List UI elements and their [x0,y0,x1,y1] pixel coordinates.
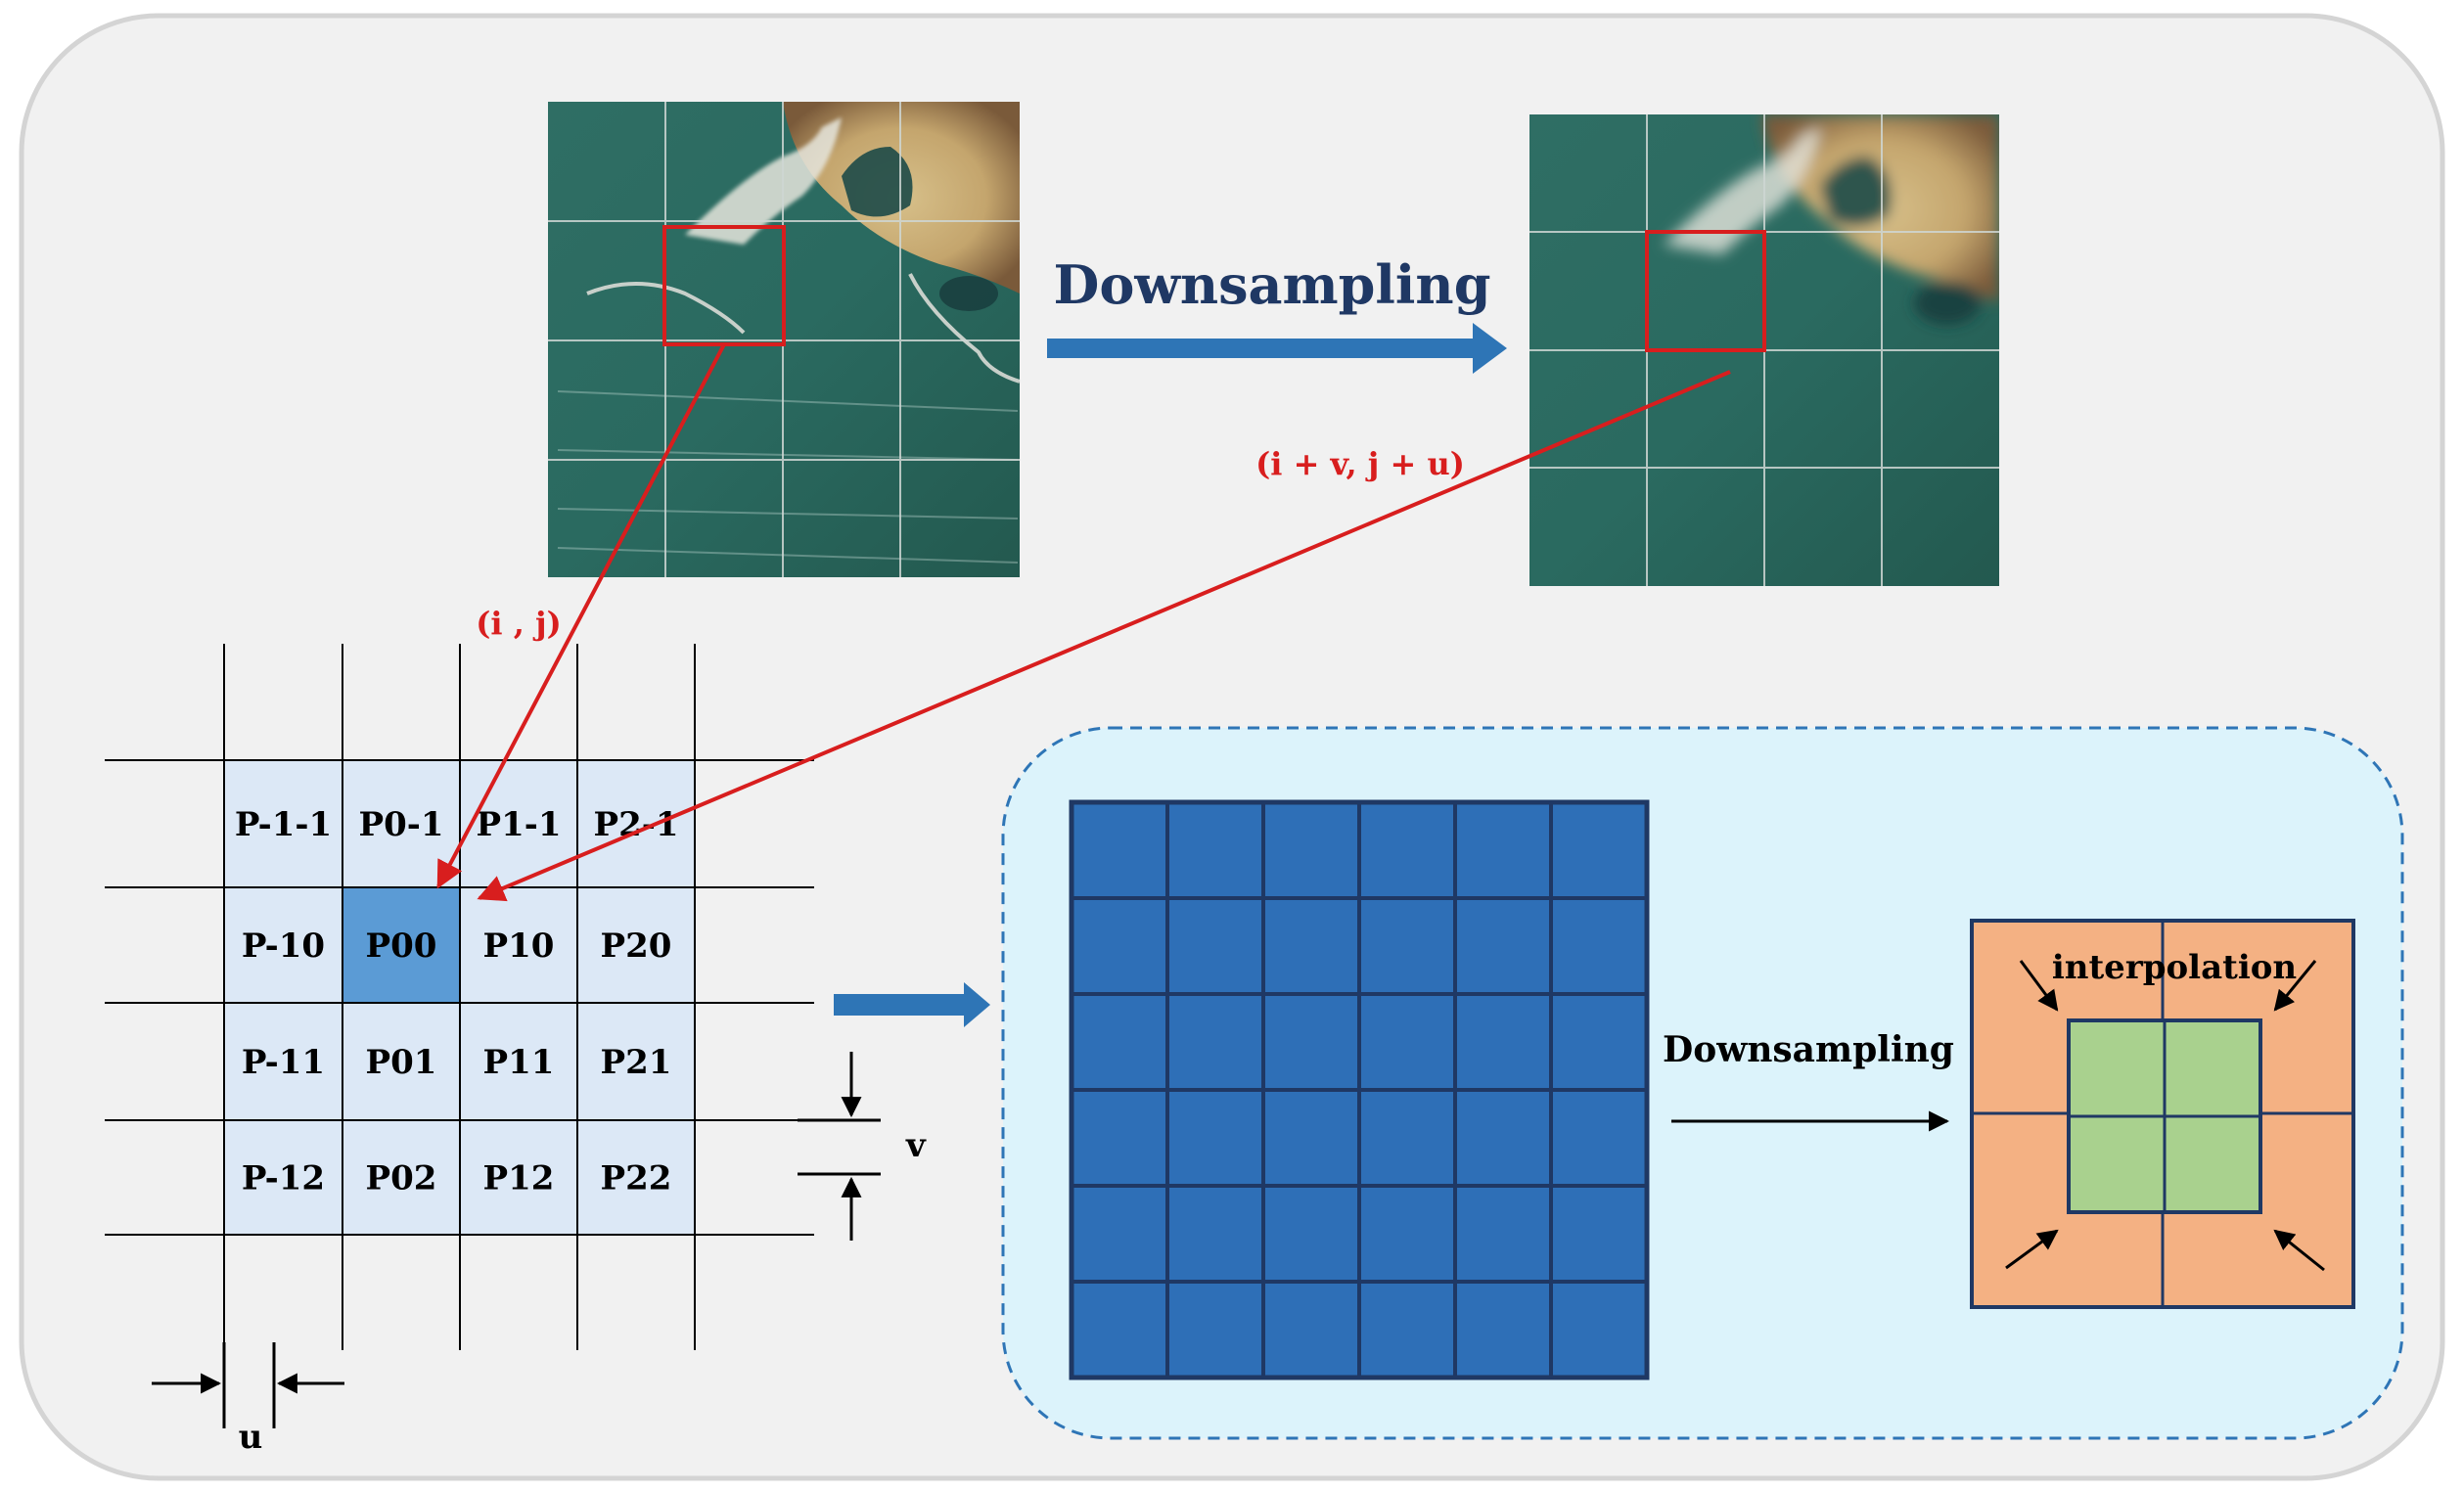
grid-cell [578,761,694,886]
grid-cell-label: P-1-1 [235,805,332,844]
u-spacing-indicator [152,1342,344,1428]
grid-cell-label: P02 [366,1159,437,1198]
grid-cell-label: P00 [366,927,437,966]
mapping-arrow-ij [436,343,726,889]
grid-cell-label: P0-1 [359,805,444,844]
grid-cell-label: P-12 [242,1159,325,1198]
grid-cell-label: P-11 [242,1043,325,1082]
feature-grid-6x6 [1069,799,1650,1380]
grid-cell-label: P22 [601,1159,672,1198]
grid-cell [225,761,342,886]
grid-cell [225,888,342,1002]
grid-cell-label: P01 [366,1043,437,1082]
grid-cell [578,1121,694,1234]
v-spacing-indicator [798,1052,881,1241]
interpolation-box [1970,919,2355,1309]
coordinate-ij-label: (i , j) [476,605,561,642]
mapping-arrow-shift [477,370,1731,902]
grid-cell-label: P21 [601,1043,672,1082]
downsampling-small-label: Downsampling [1663,1029,1954,1070]
right-arrow-icon [834,982,990,1027]
grid-cell [461,1004,576,1119]
grid-cell-label: P20 [601,927,672,966]
downsampling-main-label: Downsampling [1054,253,1491,316]
selection-box-downsampled [1645,230,1766,352]
satellite-image-original [548,102,1020,577]
grid-cell [343,888,459,1002]
grid-cell [461,1121,576,1234]
right-arrow-icon [1047,323,1507,374]
grid-cell [461,888,576,1002]
grid-cell-label: P-10 [242,927,325,966]
u-label: u [239,1418,263,1457]
interpolation-label: interpolation [2052,948,2297,987]
satellite-image-downsampled [1529,114,1999,586]
grid-cell-label: P12 [483,1159,555,1198]
grid-cell [578,1004,694,1119]
grid-cell-label: P1-1 [477,805,562,844]
grid-cell-label: P10 [483,927,555,966]
grid-cell [343,1004,459,1119]
grid-cell [578,888,694,1002]
grid-cell [225,1121,342,1234]
grid-cell-label: P2-1 [594,805,679,844]
grid-cell [225,1004,342,1119]
v-label: v [905,1126,927,1165]
grid-cell-label: P11 [483,1043,555,1082]
coordinate-shift-label: (i + v, j + u) [1255,445,1465,482]
grid-cell [343,1121,459,1234]
